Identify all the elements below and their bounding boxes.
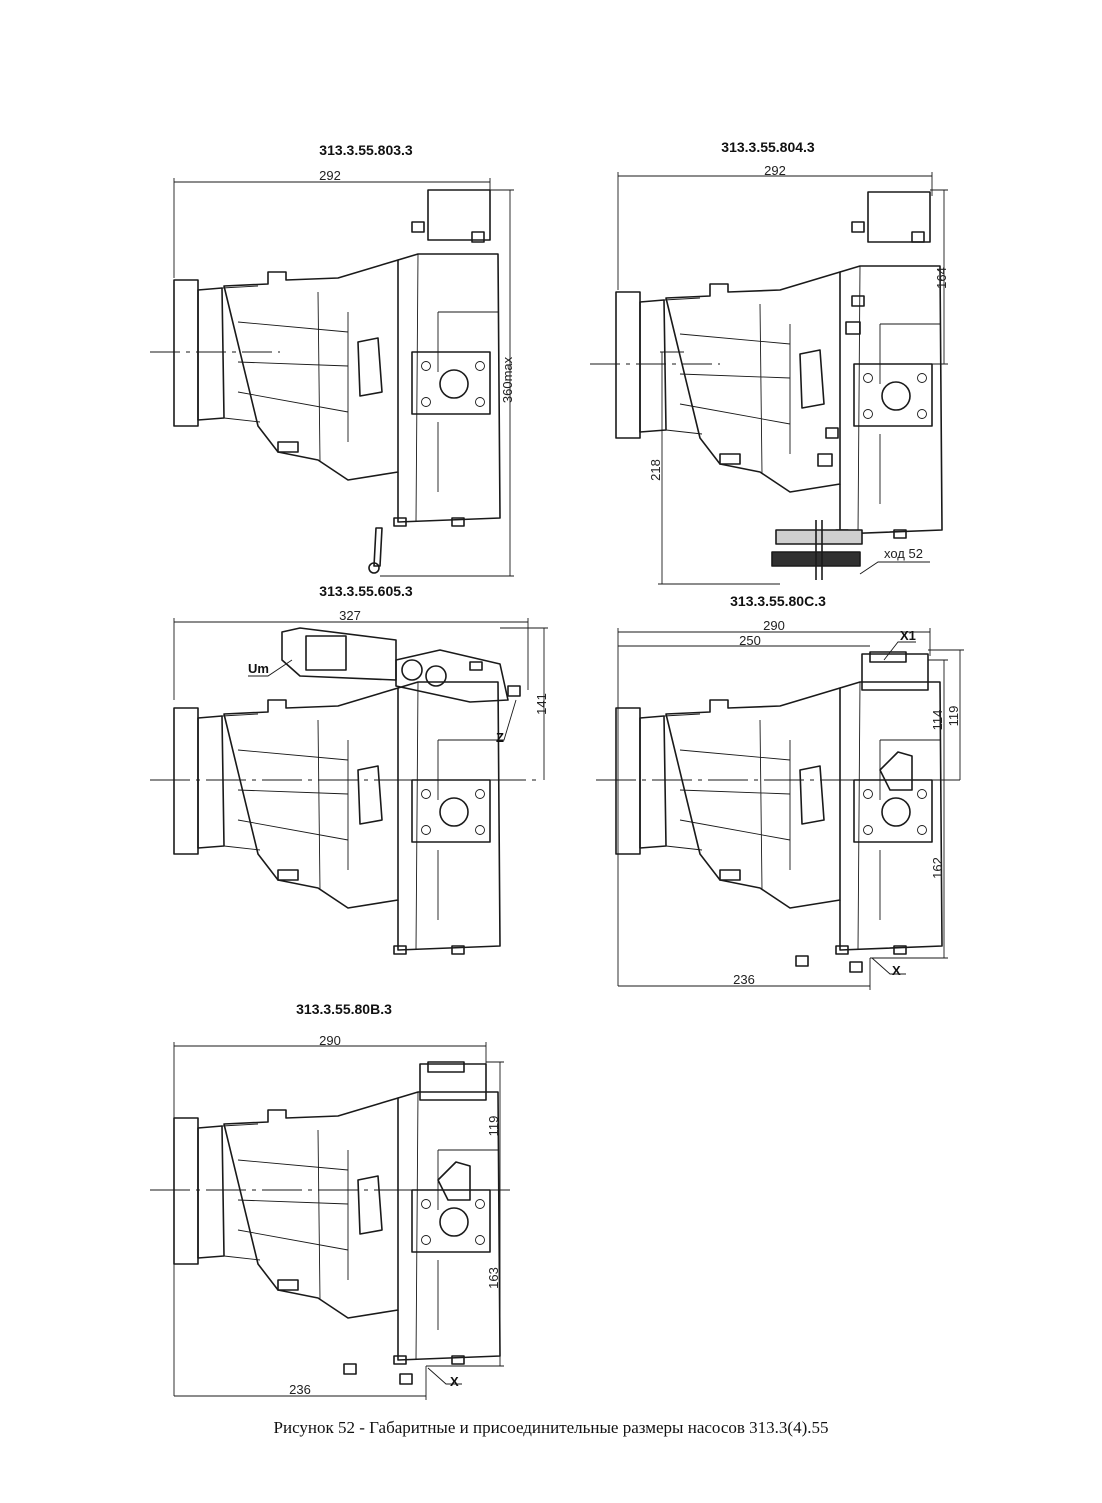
dimension-upper-height: 119	[486, 1116, 501, 1137]
figure-caption: Рисунок 52 - Габаритные и присоединитель…	[273, 1418, 829, 1437]
port-label-x: X	[450, 1374, 459, 1389]
dimension-shaft-to-wheel: 218	[648, 459, 663, 481]
dimension-upper-height: 119	[946, 706, 961, 727]
port-label-x: X	[892, 963, 901, 978]
dimension-upper-height: 141	[534, 693, 549, 715]
dimension-width: 290	[319, 1033, 341, 1048]
dimension-width: 327	[339, 608, 361, 623]
dimension-width: 292	[764, 163, 786, 178]
dimension-port-height: 114	[930, 710, 945, 731]
dimension-upper-height: 164	[934, 267, 949, 289]
pump-view-1: 313.3.55.803.3 292 360max	[150, 142, 515, 577]
view-title: 313.3.55.80В.3	[296, 1001, 392, 1017]
dimension-width: 292	[319, 168, 341, 183]
dimension-port-offset: 250	[739, 633, 761, 648]
dimension-bottom-port: 236	[733, 972, 755, 987]
view-title: 313.3.55.605.3	[319, 583, 413, 599]
view-title: 313.3.55.804.3	[721, 139, 815, 155]
dimension-width: 290	[763, 618, 785, 633]
port-label-um: Um	[248, 661, 269, 676]
dimension-lower-height: 162	[930, 857, 945, 879]
view-title: 313.3.55.80С.3	[730, 593, 826, 609]
view-title: 313.3.55.803.3	[319, 142, 413, 158]
dimension-height: 360max	[500, 356, 515, 403]
pump-view-4: 313.3.55.80С.3 290 250 114 119 162 236	[596, 593, 964, 990]
pump-view-2: 313.3.55.804.3 292 164 218 хо	[590, 139, 949, 585]
port-label-z: Z	[496, 730, 504, 745]
pump-view-5: 313.3.55.80В.3 290 119 163 236 X	[150, 1001, 510, 1400]
dimension-lower-height: 163	[486, 1267, 501, 1289]
pump-view-3: 313.3.55.605.3 327 141 Um Z	[150, 583, 549, 955]
port-label-x1: X1	[900, 628, 916, 643]
dimension-bottom-port: 236	[289, 1382, 311, 1397]
stroke-label: ход 52	[884, 546, 923, 561]
